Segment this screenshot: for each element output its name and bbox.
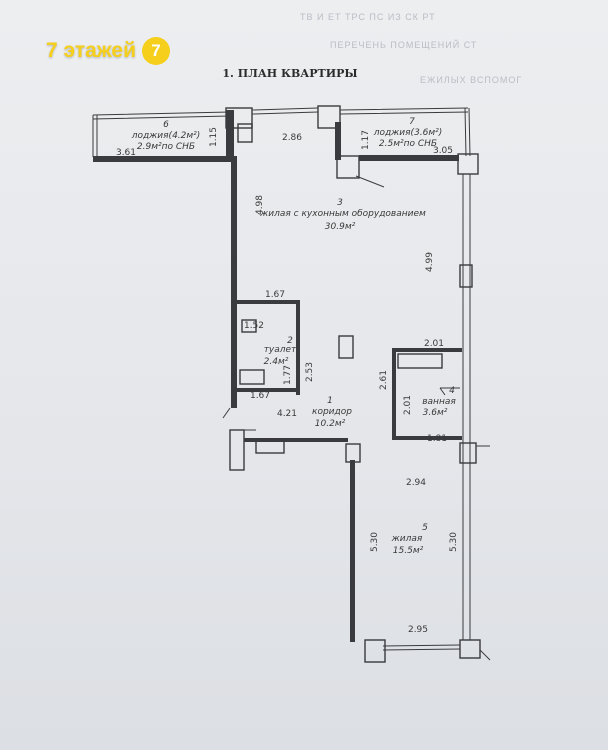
room-area: 10.2м² bbox=[315, 419, 346, 429]
right-exterior-wall bbox=[462, 174, 471, 640]
wall bbox=[350, 460, 355, 642]
window-pier bbox=[237, 123, 253, 143]
room-name: жилая bbox=[391, 534, 423, 544]
window bbox=[251, 107, 319, 115]
loggia6-rail-top bbox=[92, 111, 231, 120]
room-number: 3 bbox=[337, 198, 343, 208]
column bbox=[459, 442, 477, 464]
room-number: 5 bbox=[422, 523, 428, 533]
room-area: 2.5м²по СНБ bbox=[379, 139, 437, 149]
brand-name: 7 этажей bbox=[46, 39, 136, 62]
room-number: 7 bbox=[409, 117, 415, 127]
room-number: 6 bbox=[163, 120, 169, 130]
room-number: 1 bbox=[327, 396, 333, 406]
toilet-bowl bbox=[241, 319, 257, 333]
bleed-through-text: ЕЖИЛЫХ ВСПОМОГ bbox=[420, 75, 523, 85]
bathtub bbox=[397, 353, 443, 369]
room-name: туалет bbox=[264, 345, 297, 355]
dim-label: 4.98 bbox=[255, 195, 265, 215]
dim-label: 1.17 bbox=[361, 130, 371, 150]
door-swing bbox=[222, 407, 231, 419]
brand-badge-icon: 7 bbox=[142, 37, 170, 65]
brand-logo: 7 этажей 7 bbox=[46, 34, 170, 68]
dim-label: 4.21 bbox=[277, 409, 297, 419]
dim-label: 2.95 bbox=[408, 625, 428, 635]
wall bbox=[237, 388, 299, 392]
wall bbox=[392, 348, 396, 438]
column bbox=[459, 639, 481, 659]
wall bbox=[231, 156, 237, 408]
room-name: жилая с кухонным оборудованием bbox=[259, 209, 426, 219]
bleed-through-text: ТВ И ЕТ ТРС ПС ИЗ СК РТ bbox=[300, 12, 436, 22]
bleed-through-text: ПЕРЕЧЕНЬ ПОМЕЩЕНИЙ СТ bbox=[330, 40, 478, 50]
room-area: 30.9м² bbox=[325, 222, 356, 232]
wall bbox=[392, 436, 462, 440]
wall bbox=[226, 110, 234, 160]
dim-label: 5.30 bbox=[370, 532, 380, 552]
wall bbox=[237, 300, 299, 304]
wall bbox=[335, 122, 341, 160]
dim-label: 1.15 bbox=[209, 127, 219, 147]
room-area: 2.9м²по СНБ bbox=[137, 142, 195, 152]
ext-line bbox=[479, 649, 491, 661]
bottom-wall bbox=[382, 644, 461, 651]
stair-step bbox=[255, 438, 285, 454]
window-pier bbox=[317, 105, 341, 129]
column bbox=[345, 443, 361, 463]
dim-label: 2.01 bbox=[403, 395, 413, 415]
column bbox=[336, 155, 360, 179]
sink bbox=[239, 369, 265, 385]
room-number: 2 bbox=[287, 336, 293, 346]
dim-label: 4.99 bbox=[425, 252, 435, 272]
dim-label: 1.52 bbox=[244, 321, 264, 331]
dim-label: 2.01 bbox=[424, 339, 444, 349]
dim-label: 2.94 bbox=[406, 478, 426, 488]
dim-label: 5.30 bbox=[449, 532, 459, 552]
dim-label: 1.81 bbox=[427, 434, 447, 444]
room-name: ванная bbox=[422, 397, 456, 407]
plan-title: 1. ПЛАН КВАРТИРЫ bbox=[222, 67, 357, 80]
dim-label: 3.05 bbox=[433, 146, 453, 156]
dim-label: 2.86 bbox=[282, 133, 302, 143]
column bbox=[457, 153, 479, 175]
room-name: лоджия(3.6м²) bbox=[373, 128, 443, 138]
wall bbox=[244, 438, 348, 442]
wall-block bbox=[229, 429, 245, 471]
room-area: 15.5м² bbox=[393, 546, 424, 556]
dim-label: 3.61 bbox=[116, 148, 136, 158]
window-pier bbox=[225, 107, 253, 129]
wall bbox=[394, 348, 462, 352]
room-area: 3.6м² bbox=[423, 408, 448, 418]
dim-label: 2.61 bbox=[379, 370, 389, 390]
room-name: коридор bbox=[312, 407, 352, 417]
wall bbox=[359, 155, 459, 161]
room-number: 4 bbox=[449, 386, 455, 396]
wall bbox=[296, 300, 300, 395]
room-area: 2.4м² bbox=[264, 357, 289, 367]
loggia7-rail-right bbox=[464, 107, 471, 157]
dim-label: 1.67 bbox=[265, 290, 285, 300]
wall bbox=[93, 156, 235, 162]
loggia7-rail-top bbox=[339, 107, 469, 115]
bath-detail bbox=[439, 387, 460, 396]
column bbox=[364, 639, 386, 663]
dim-label: 1.77 bbox=[283, 365, 293, 385]
column bbox=[338, 335, 354, 359]
room-name: лоджия(4.2м²) bbox=[131, 131, 201, 141]
dim-label: 2.53 bbox=[305, 362, 315, 382]
loggia6-rail-left bbox=[92, 115, 98, 157]
dim-label: 1.67 bbox=[250, 391, 270, 401]
door-swing bbox=[355, 175, 385, 188]
window-pier bbox=[459, 264, 473, 288]
